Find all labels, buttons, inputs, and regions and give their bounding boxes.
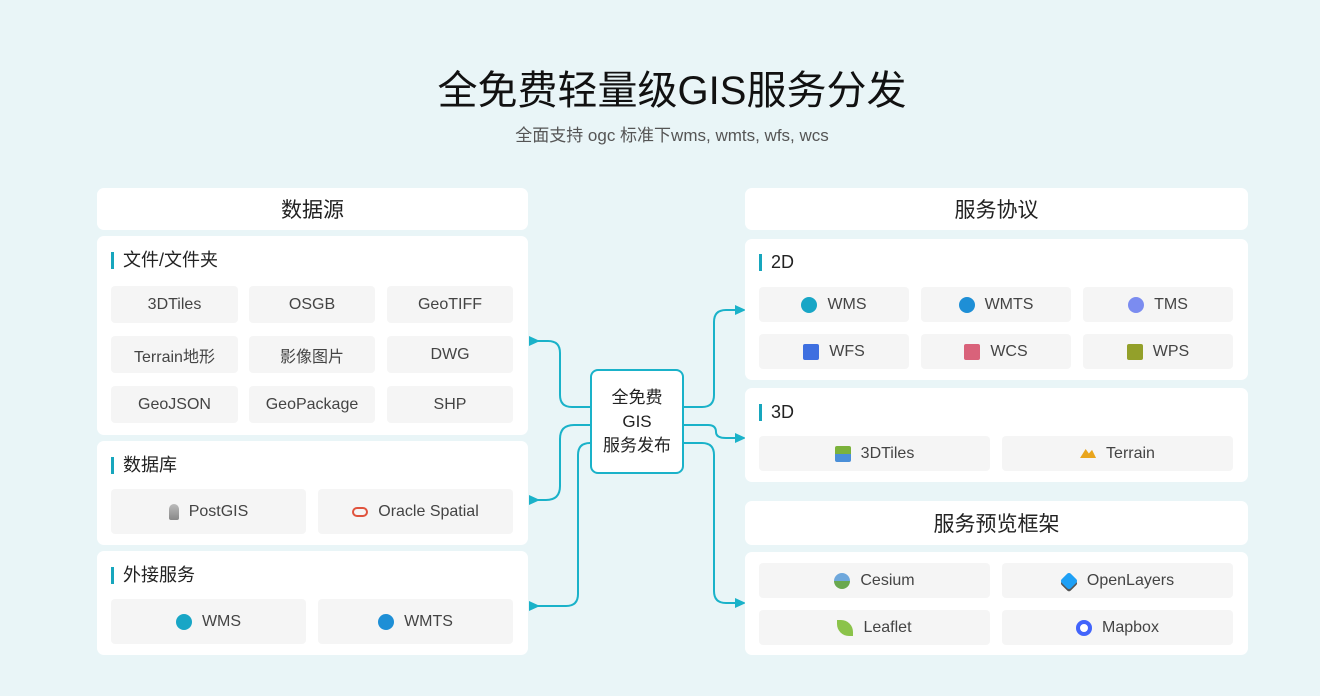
- arrow-head: [735, 598, 746, 608]
- arrow-head: [735, 305, 746, 315]
- protocol-header: 服务协议: [745, 188, 1248, 230]
- database-card: 数据库 PostGIS Oracle Spatial: [97, 441, 528, 545]
- 2d-card: 2D WMS WMTS TMS WFS WCS WPS: [745, 239, 1248, 380]
- tile-osgb[interactable]: OSGB: [249, 286, 375, 323]
- tile-3dtiles-service[interactable]: 3DTiles: [759, 436, 990, 471]
- tile-label: Oracle Spatial: [378, 502, 479, 520]
- tile-openlayers[interactable]: OpenLayers: [1002, 563, 1233, 598]
- arrow-head: [529, 495, 540, 505]
- external-card: 外接服务 WMS WMTS: [97, 551, 528, 655]
- connector-2d: [684, 309, 738, 408]
- tile-geopackage[interactable]: GeoPackage: [249, 386, 375, 423]
- tile-oracle[interactable]: Oracle Spatial: [318, 489, 513, 534]
- center-line: 全免费: [611, 387, 663, 407]
- tile-postgis[interactable]: PostGIS: [111, 489, 306, 534]
- connector-preview: [684, 442, 738, 604]
- wms-globe-icon: [175, 613, 192, 630]
- tms-globe-icon: [1128, 296, 1145, 313]
- connector-external: [532, 442, 591, 607]
- wms-globe-icon: [801, 296, 818, 313]
- arrow-head: [529, 336, 540, 346]
- tile-geojson[interactable]: GeoJSON: [111, 386, 238, 423]
- page-title: 全免费轻量级GIS服务分发: [437, 69, 907, 113]
- mapbox-icon: [1076, 619, 1093, 636]
- center-publish-box: 全免费 GIS 服务发布: [590, 369, 684, 474]
- files-label: 文件/文件夹: [111, 251, 218, 269]
- 3dtiles-icon: [834, 445, 851, 462]
- tile-label: PostGIS: [188, 502, 249, 520]
- tile-label: OpenLayers: [1086, 571, 1175, 589]
- tile-label: Mapbox: [1102, 618, 1159, 636]
- preview-header: 服务预览框架: [745, 501, 1248, 545]
- center-line: GIS: [622, 411, 652, 431]
- tile-label: Cesium: [860, 571, 915, 589]
- tile-label: Terrain: [1106, 444, 1155, 462]
- tile-dwg[interactable]: DWG: [387, 336, 513, 373]
- files-card: 文件/文件夹 3DTiles OSGB GeoTIFF Terrain地形 影像…: [97, 236, 528, 435]
- tile-label: WMTS: [404, 612, 453, 630]
- tile-label: WPS: [1152, 342, 1190, 360]
- tile-wms[interactable]: WMS: [759, 287, 909, 322]
- tile-ext-wms[interactable]: WMS: [111, 599, 306, 644]
- tile-label: WMS: [827, 295, 867, 313]
- page-subtitle: 全面支持 ogc 标准下wms, wmts, wfs, wcs: [515, 126, 829, 145]
- connector-files: [532, 340, 590, 408]
- tile-label: TMS: [1154, 295, 1188, 313]
- tile-label: WFS: [829, 342, 865, 360]
- 3d-card: 3D 3DTiles Terrain: [745, 388, 1248, 482]
- wmts-globe-icon: [378, 613, 395, 630]
- tile-mapbox[interactable]: Mapbox: [1002, 610, 1233, 645]
- tile-label: WCS: [990, 342, 1028, 360]
- tile-wfs[interactable]: WFS: [759, 334, 909, 369]
- wcs-icon: [964, 343, 981, 360]
- oracle-logo-icon: [352, 506, 369, 517]
- tile-ext-wmts[interactable]: WMTS: [318, 599, 513, 644]
- connector-3d: [684, 424, 738, 439]
- tile-label: WMTS: [984, 295, 1034, 313]
- tile-geotiff[interactable]: GeoTIFF: [387, 286, 513, 323]
- tile-label: WMS: [201, 612, 242, 630]
- database-label: 数据库: [111, 456, 177, 474]
- wps-icon: [1126, 343, 1143, 360]
- 2d-label: 2D: [759, 253, 794, 271]
- arrow-head: [529, 601, 540, 611]
- cesium-icon: [834, 572, 851, 589]
- arrow-head: [735, 433, 746, 443]
- tile-wmts[interactable]: WMTS: [921, 287, 1071, 322]
- tile-terrain-service[interactable]: Terrain: [1002, 436, 1233, 471]
- tile-label: 3DTiles: [860, 444, 915, 462]
- mountain-icon: [1080, 449, 1097, 458]
- connector-database: [532, 424, 590, 501]
- tile-wps[interactable]: WPS: [1083, 334, 1233, 369]
- 3d-label: 3D: [759, 403, 794, 421]
- tile-leaflet[interactable]: Leaflet: [759, 610, 990, 645]
- data-source-header: 数据源: [97, 188, 528, 230]
- tile-cesium[interactable]: Cesium: [759, 563, 990, 598]
- openlayers-icon: [1059, 571, 1078, 590]
- center-line: 服务发布: [603, 435, 671, 455]
- tile-3dtiles[interactable]: 3DTiles: [111, 286, 238, 323]
- leaflet-icon: [837, 619, 854, 636]
- tile-imagery[interactable]: 影像图片: [249, 336, 375, 373]
- preview-card: Cesium OpenLayers Leaflet Mapbox: [745, 552, 1248, 655]
- external-label: 外接服务: [111, 566, 195, 584]
- tile-wcs[interactable]: WCS: [921, 334, 1071, 369]
- tile-terrain[interactable]: Terrain地形: [111, 336, 238, 373]
- tile-tms[interactable]: TMS: [1083, 287, 1233, 322]
- tile-label: Leaflet: [863, 618, 912, 636]
- wfs-icon: [803, 343, 820, 360]
- tile-shp[interactable]: SHP: [387, 386, 513, 423]
- wmts-globe-icon: [958, 296, 975, 313]
- postgis-elephant-icon: [168, 503, 179, 520]
